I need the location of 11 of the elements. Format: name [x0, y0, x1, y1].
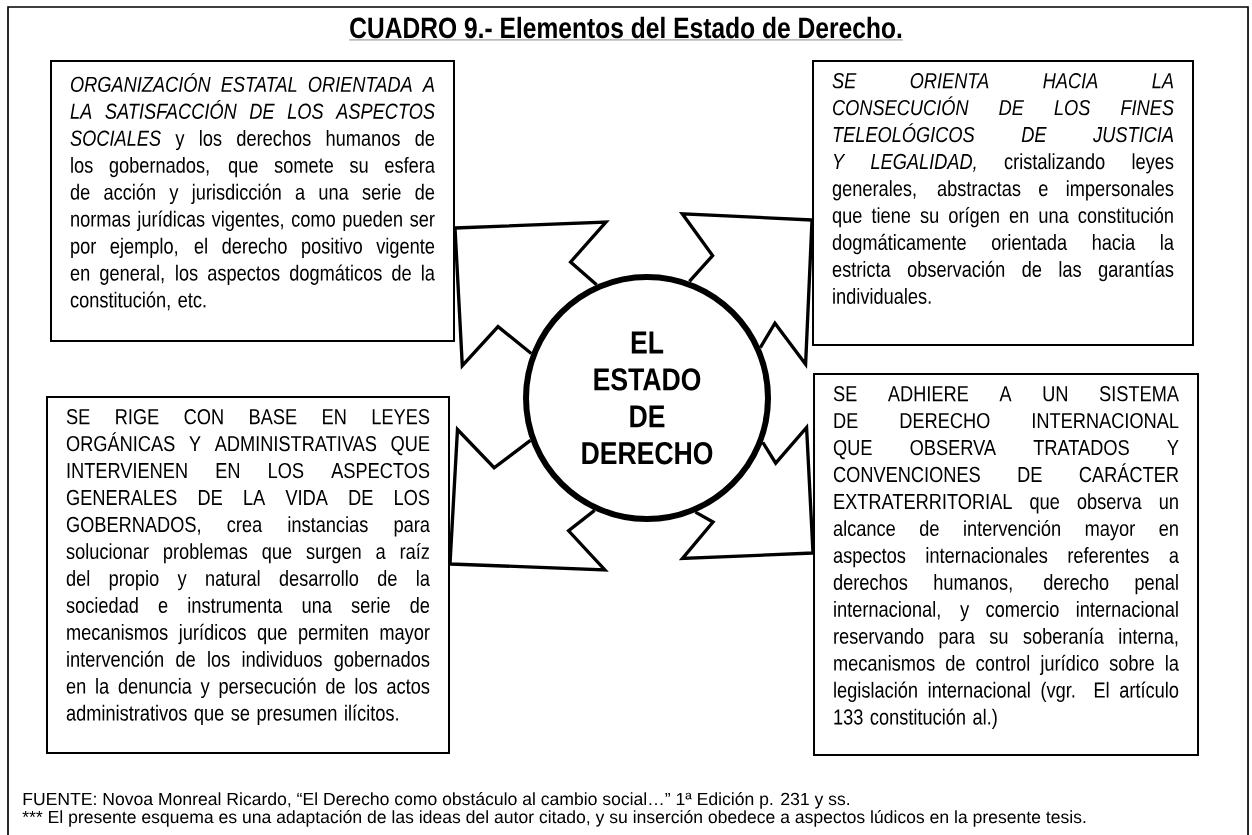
- block-arrow: [448, 425, 609, 572]
- block-arrow: [678, 423, 815, 561]
- footnote: *** El presente esquema es una adaptación de las ideas del autor citado, y su inserción obedece a aspectos lúdicos en la presente tesis.: [22, 810, 1086, 827]
- block-arrow: [678, 211, 814, 369]
- text-box: SE ORIENTA HACIA LA CONSECUCIÓN DE LOS FINES TELEOLÓGICOS DE JUSTICIA Y LEGALIDAD, cristalizando leyes generales, abstractas e impersonales que tiene su orígen en una constitución dogmáticamente orientada hacia la estricta observación de las garantías individuales.: [812, 60, 1194, 346]
- text-box: SE ADHIERE A UN SISTEMA DE DERECHO INTERNACIONAL QUE OBSERVA TRATADOS Y CONVENCIONES DE CARÁCTER EXTRATERRITORIAL que observa un alcance de intervención mayor en aspectos internacionales referentes a derechos humanos, derecho penal internacional, y comercio internacional reservando para su soberanía interna, mecanismos de control jurídico sobre la legislación internacional (vgr. El artículo 133 constitución al.): [813, 373, 1199, 756]
- footnote: FUENTE: Novoa Monreal Ricardo, “El Derecho como obstáculo al cambio social…” 1ª Edición p. 231 y ss.: [23, 792, 850, 809]
- text-box: SE RIGE CON BASE EN LEYES ORGÁNICAS Y ADMINISTRATIVAS QUE INTERVIENEN EN LOS ASPECTOS GENERALES DE LA VIDA DE LOS GOBERNADOS, crea instancias para solucionar problemas que surgen a raíz del propio y natural desarrollo de la sociedad e instrumenta una serie de mecanismos jurídicos que permiten mayor intervención de los individuos gobernados en la denuncia y persecución de los actos administrativos que se presumen ilícitos.: [46, 396, 450, 754]
- title: CUADRO 9.- Elementos del Estado de Derecho.: [348, 16, 904, 41]
- text-box: ORGANIZACIÓN ESTATAL ORIENTADA A LA SATISFACCIÓN DE LOS ASPECTOS SOCIALES y los derechos humanos de los gobernados, que somete su esfera de acción y jurisdicción a una serie de normas jurídicas vigentes, como pueden ser por ejemplo, el derecho positivo vigente en general, los aspectos dogmáticos de la constitución, etc.: [50, 60, 455, 342]
- block-arrow: [453, 220, 610, 370]
